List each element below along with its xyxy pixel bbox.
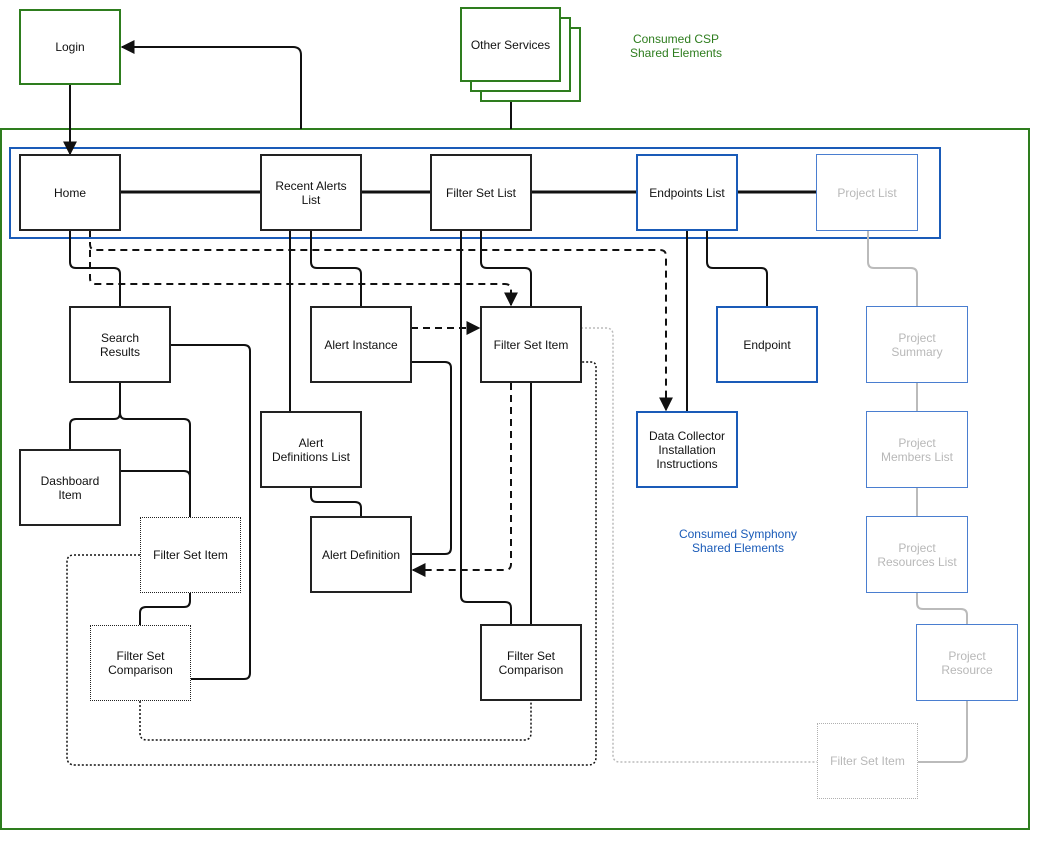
edge-filtersetitem-alertdef-dashed	[411, 383, 512, 577]
node-filter-set-item[interactable]: Filter Set Item	[480, 306, 582, 383]
edge-filtersetlist-item	[480, 230, 532, 307]
symphony-shared-elements-label: Consumed Symphony Shared Elements	[678, 527, 798, 555]
edge-alertdeflist-alertdef	[310, 488, 362, 517]
edge-search-comparison	[170, 344, 251, 680]
edge-search-dashboard	[69, 383, 121, 450]
node-other-services[interactable]: Other Services	[460, 7, 561, 82]
edge-home-filterset-dashed	[89, 250, 518, 307]
edge-filterset-dotted-loop	[66, 361, 597, 766]
node-alert-instance[interactable]: Alert Instance	[310, 306, 412, 383]
node-filter-set-comparison-right[interactable]: Filter Set Comparison	[480, 624, 582, 701]
edge-home-datacollector-dashed	[89, 230, 673, 412]
symphony-top-band	[9, 147, 941, 239]
edge-endpoints-endpoint	[706, 230, 768, 307]
node-filter-set-item-dotted[interactable]: Filter Set Item	[140, 517, 241, 593]
edge-comparisons-dotted-loop	[139, 701, 532, 741]
node-project-members-list[interactable]: Project Members List	[866, 411, 968, 488]
edge-recent-alertinstance	[310, 230, 362, 307]
edge-frame-login	[120, 40, 302, 129]
edge-resource-filtersetitem	[918, 701, 968, 763]
csp-shared-elements-label: Consumed CSP Shared Elements	[629, 32, 723, 60]
node-alert-definition[interactable]: Alert Definition	[310, 516, 412, 593]
edge-projectlist-summary	[867, 230, 918, 307]
edge-home-search	[69, 230, 121, 307]
node-filter-set-list[interactable]: Filter Set List	[430, 154, 532, 231]
node-project-resources-list[interactable]: Project Resources List	[866, 516, 968, 593]
node-search-results[interactable]: Search Results	[69, 306, 171, 383]
node-recent-alerts-list[interactable]: Recent Alerts List	[260, 154, 362, 231]
node-project-list[interactable]: Project List	[816, 154, 918, 231]
node-project-summary[interactable]: Project Summary	[866, 306, 968, 383]
edge-dashboard-filtersetitem	[120, 470, 191, 517]
edge-search-filtersetitem	[119, 412, 191, 517]
node-home[interactable]: Home	[19, 154, 121, 231]
edge-alertinstance-alertdef	[411, 361, 452, 555]
node-data-collector-instructions[interactable]: Data Collector Installation Instructions	[636, 411, 738, 488]
node-filter-set-item-gray[interactable]: Filter Set Item	[817, 723, 918, 799]
node-alert-definitions-list[interactable]: Alert Definitions List	[260, 411, 362, 488]
edge-resources-resource	[916, 593, 968, 625]
node-endpoint[interactable]: Endpoint	[716, 306, 818, 383]
edge-filtersetlist-comparison	[460, 230, 512, 625]
csp-frame	[0, 128, 1030, 830]
node-project-resource[interactable]: Project Resource	[916, 624, 1018, 701]
node-login[interactable]: Login	[19, 9, 121, 85]
edge-filterset-gray-loop	[581, 327, 818, 763]
edge-filtersetitemdotted-comparison	[139, 593, 191, 625]
node-dashboard-item[interactable]: Dashboard Item	[19, 449, 121, 526]
node-endpoints-list[interactable]: Endpoints List	[636, 154, 738, 231]
node-filter-set-comparison-left[interactable]: Filter Set Comparison	[90, 625, 191, 701]
